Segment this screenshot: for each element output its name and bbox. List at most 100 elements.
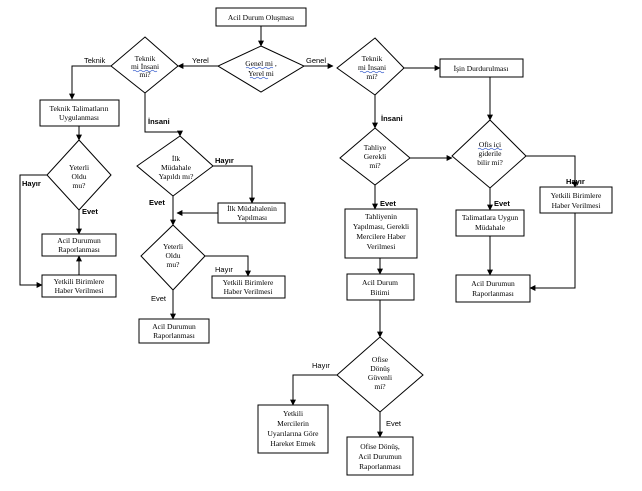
svg-text:Acil Durum: Acil Durum (362, 278, 398, 287)
spellcheck-underline (132, 69, 158, 73)
svg-text:Yetkili Birimlere: Yetkili Birimlere (551, 191, 602, 200)
decision-yeterli-oldu-mu-1: Yeterli Oldu mu? (46, 139, 112, 211)
label-hayir-ofis: Hayır (566, 177, 585, 186)
decision-tahliye-gerekli-mi: Tahliye Gerekli mi? (339, 127, 411, 186)
svg-text:Haber Verilmesi: Haber Verilmesi (224, 287, 273, 296)
svg-text:Uyarılarına Göre: Uyarılarına Göre (267, 429, 319, 438)
svg-text:Verilmesi: Verilmesi (367, 242, 396, 251)
svg-text:Talimatlara Uygun: Talimatlara Uygun (462, 213, 519, 222)
svg-text:Dönüş: Dönüş (370, 364, 390, 373)
label-hayir-ilk: Hayır (215, 156, 234, 165)
label-hayir-1: Hayır (22, 179, 41, 188)
edge-yeterli2-hayir (205, 255, 251, 277)
svg-text:bilir mi?: bilir mi? (477, 158, 503, 167)
node-talimatlara-uygun-mudahale: Talimatlara Uygun Müdahale (455, 209, 525, 237)
svg-text:Mercilere Haber: Mercilere Haber (356, 232, 406, 241)
svg-text:Müdahale: Müdahale (161, 163, 192, 172)
svg-text:giderile: giderile (479, 149, 503, 158)
svg-text:Tahliye: Tahliye (364, 143, 387, 152)
svg-text:Oldu: Oldu (72, 172, 87, 181)
svg-text:Haber Verilmesi: Haber Verilmesi (55, 286, 104, 295)
edge-yeterli1-hayir (19, 174, 47, 288)
svg-text:Hareket Etmek: Hareket Etmek (270, 439, 315, 448)
edges (19, 26, 578, 438)
node-tahliyenin-yapilmasi: Tahliyenin Yapılması, Gerekli Mercilere … (344, 208, 418, 259)
svg-text:Raporlanması: Raporlanması (153, 331, 195, 340)
decision-ilk-mudahale-yapildi-mi: İlk Müdahale Yapıldı mı? (136, 135, 214, 197)
svg-text:Güvenli: Güvenli (368, 373, 392, 382)
svg-text:Acil Durumun: Acil Durumun (471, 279, 515, 288)
edge-labels: Teknik Yerel Genel İnsani İnsani Hayır E… (22, 56, 585, 428)
svg-text:Ofise: Ofise (372, 355, 389, 364)
svg-text:Acil Durumun: Acil Durumun (358, 452, 402, 461)
svg-text:Acil Durumun: Acil Durumun (152, 322, 196, 331)
svg-text:Müdahale: Müdahale (475, 223, 506, 232)
svg-text:mi İnsani: mi İnsani (358, 63, 386, 72)
svg-text:Yetkili: Yetkili (283, 409, 303, 418)
node-acil-durumun-raporlanmasi-3: Acil Durumun Raporlanması (455, 274, 531, 303)
label-evet-tahliye: Evet (380, 199, 396, 208)
svg-text:Raporlanması: Raporlanması (472, 289, 514, 298)
svg-text:mi İnsani: mi İnsani (131, 62, 159, 71)
svg-text:Mercilerin: Mercilerin (277, 419, 309, 428)
edge-insani-left (144, 93, 183, 137)
svg-text:İlk Müdahalenin: İlk Müdahalenin (227, 204, 277, 213)
label-yerel: Yerel (192, 56, 209, 65)
svg-text:İşin Durdurulması: İşin Durdurulması (454, 64, 509, 73)
svg-text:Ofis içi: Ofis içi (479, 140, 501, 149)
decision-ofis-ici-giderile-bilir-mi: Ofis içi giderile bilir mi? (451, 119, 527, 189)
svg-text:mi?: mi? (139, 70, 151, 79)
label-insani-right: İnsani (381, 114, 403, 123)
svg-text:İlk: İlk (172, 154, 181, 163)
node-ilk-mudahalenin-yapilmasi: İlk Müdahalenin Yapılması (217, 202, 286, 224)
svg-text:Yetkili Birimlere: Yetkili Birimlere (223, 278, 274, 287)
svg-text:Uygulanması: Uygulanması (59, 113, 99, 122)
svg-text:Yapılması, Gerekli: Yapılması, Gerekli (353, 222, 409, 231)
svg-text:Yetkili Birimlere: Yetkili Birimlere (54, 277, 105, 286)
svg-text:Yeterli: Yeterli (163, 242, 183, 251)
spellcheck-underline (249, 76, 269, 80)
svg-text:Ofise Dönüş,: Ofise Dönüş, (360, 442, 400, 451)
node-ofise-donus-acil-durumun: Ofise Dönüş, Acil Durumun Raporlanması (346, 436, 414, 476)
node-yetkili-birimlere-1: Yetkili Birimlere Haber Verilmesi (41, 274, 117, 298)
svg-text:Raporlanması: Raporlanması (359, 462, 401, 471)
svg-text:mu?: mu? (167, 260, 181, 269)
svg-text:Yeterli: Yeterli (69, 163, 89, 172)
node-yetkili-birimlere-3: Yetkili Birimlere Haber Verilmesi (539, 186, 613, 214)
svg-text:mu?: mu? (73, 181, 87, 190)
label-evet-ilk: Evet (149, 198, 165, 207)
edge-donus-hayir (290, 374, 337, 406)
spellcheck-underline (359, 70, 385, 74)
svg-text:Acil Durumun: Acil Durumun (57, 236, 101, 245)
svg-text:Gerekli: Gerekli (364, 152, 387, 161)
decision-teknik-mi-insani-mi-right: Teknik mi İnsani mi? (336, 37, 405, 96)
spellcheck-underline (245, 66, 274, 70)
label-genel: Genel (306, 56, 326, 65)
svg-text:mi?: mi? (366, 72, 378, 81)
svg-text:Raporlanması: Raporlanması (58, 245, 100, 254)
svg-text:Haber Verilmesi: Haber Verilmesi (552, 201, 601, 210)
edge-ofis-hayir (526, 155, 578, 188)
svg-text:Teknik: Teknik (135, 54, 156, 63)
svg-text:Teknik Talimatların: Teknik Talimatların (49, 104, 108, 113)
node-isin-durdurulmasi: İşin Durdurulması (439, 58, 524, 78)
label-insani-left: İnsani (148, 117, 170, 126)
label-evet-1: Evet (82, 207, 98, 216)
label-evet-donus: Evet (386, 419, 402, 428)
node-acil-durumun-raporlanmasi-2: Acil Durumun Raporlanması (138, 318, 210, 344)
spellcheck-underline (477, 147, 503, 151)
label-teknik: Teknik (84, 56, 106, 65)
node-yetkili-birimlere-2: Yetkili Birimlere Haber Verilmesi (211, 275, 286, 299)
svg-text:Genel mi ,: Genel mi , (245, 59, 277, 68)
svg-text:Teknik: Teknik (362, 54, 383, 63)
edge-ilk-hayir (213, 165, 255, 204)
decision-yeterli-oldu-mu-2: Yeterli Oldu mu? (140, 224, 206, 291)
node-acil-durumun-raporlanmasi-1: Acil Durumun Raporlanması (41, 233, 117, 257)
svg-text:Acil Durum Oluşması: Acil Durum Oluşması (228, 13, 294, 22)
decision-ofise-donus-guvenli-mi: Ofise Dönüş Güvenli mi? (336, 336, 424, 413)
edge-teknik (69, 65, 111, 100)
node-acil-durum-olusmasi: Acil Durum Oluşması (215, 7, 307, 27)
svg-text:mi?: mi? (374, 382, 386, 391)
